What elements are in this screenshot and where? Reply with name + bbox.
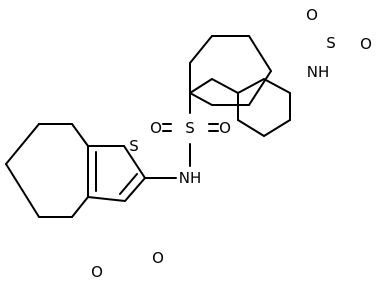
mesyl-nh-label: NH [307, 63, 330, 81]
bond [248, 35, 272, 72]
mesyl-oxygen-top-label: O [306, 6, 318, 24]
bond [189, 35, 213, 64]
bond [189, 78, 213, 94]
bond [5, 123, 40, 165]
bonds [5, 35, 291, 218]
bond [211, 78, 239, 94]
mesyl-oxygen-right-label: O [360, 35, 372, 53]
ester-oxygen-label: O [152, 249, 164, 267]
bond [263, 119, 291, 137]
sulfonamide-nh-label: NH [179, 169, 202, 187]
sulfonamide-oxygen-right-label: O [219, 119, 231, 137]
bond [124, 177, 146, 202]
mesyl-sulfur-label: S [326, 34, 336, 52]
bond [119, 173, 138, 195]
bond [71, 123, 89, 147]
thiophene-sulfur-label: S [129, 137, 139, 155]
bond [237, 78, 265, 94]
sulfonamide-oxygen-left-label: O [150, 119, 162, 137]
bond [248, 70, 272, 106]
carbonyl-oxygen-label: O [91, 263, 103, 281]
sulfonamide-sulfur-label: S [185, 119, 195, 137]
bond [71, 196, 89, 218]
bond [237, 119, 265, 137]
bond [5, 163, 40, 218]
bond [263, 78, 291, 94]
bond [189, 92, 213, 106]
bond [87, 196, 126, 202]
bond [123, 145, 146, 179]
atom-labels: S S O O NH NH S O O O O [91, 6, 372, 281]
